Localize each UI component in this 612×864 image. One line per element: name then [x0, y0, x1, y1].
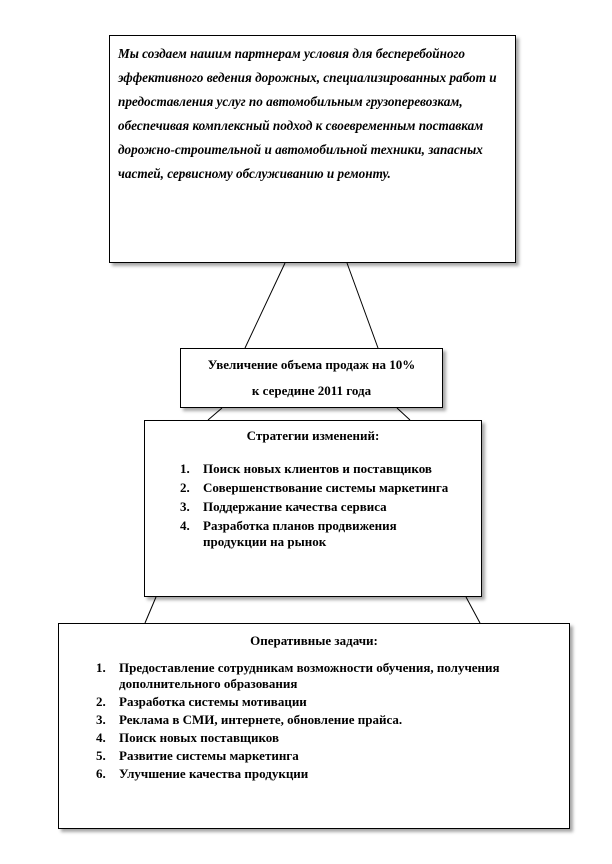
strategy-title: Стратегии изменений:: [246, 428, 380, 443]
connector-strategy-tasks-right: [465, 596, 481, 624]
strategy-item: 4. Разработка планов продвижения продукци…: [180, 518, 463, 550]
strategy-box: Стратегии изменений: 1. Поиск новых клиен…: [144, 420, 482, 597]
strategy-item: 2. Совершенствование системы маркетинга: [180, 480, 463, 496]
strategy-item-text: Поиск новых клиентов и поставщиков: [203, 461, 432, 476]
tasks-list: 1. Предоставление сотрудникам возможности…: [96, 660, 549, 784]
strategy-item-number: 2.: [180, 480, 190, 495]
task-item: 6. Улучшение качества продукции: [96, 766, 549, 782]
strategy-item: 1. Поиск новых клиентов и поставщиков: [180, 461, 463, 477]
task-item-number: 3.: [96, 712, 106, 727]
task-item: 2. Разработка системы мотивации: [96, 694, 549, 710]
connector-goal-strategy-left: [207, 407, 223, 421]
strategy-item-number: 4.: [180, 518, 190, 533]
task-item-number: 4.: [96, 730, 106, 745]
mission-box: Мы создаем нашим партнерам условия для б…: [109, 35, 516, 263]
task-item-number: 1.: [96, 660, 106, 675]
strategy-item-text: Поддержание качества сервиса: [203, 499, 387, 514]
task-item: 5. Развитие системы маркетинга: [96, 748, 549, 764]
connector-strategy-tasks-left: [144, 596, 157, 624]
task-item-number: 2.: [96, 694, 106, 709]
goal-box: Увеличение объема продаж на 10% к середи…: [180, 348, 443, 408]
task-item-text: Разработка системы мотивации: [119, 694, 307, 709]
connector-mission-goal-left: [244, 262, 286, 349]
task-item: 4. Поиск новых поставщиков: [96, 730, 549, 746]
task-item-number: 5.: [96, 748, 106, 763]
strategy-item-number: 1.: [180, 461, 190, 476]
strategy-item-text: Совершенствование системы маркетинга: [203, 480, 449, 495]
mission-text: Мы создаем нашим партнерам условия для б…: [118, 46, 497, 181]
task-item-number: 6.: [96, 766, 106, 781]
task-item: 1. Предоставление сотрудникам возможности…: [96, 660, 549, 692]
task-item-text: Реклама в СМИ, интернете, обновление пра…: [119, 712, 403, 727]
strategy-item-number: 3.: [180, 499, 190, 514]
tasks-box: Оперативные задачи: 1. Предоставление сот…: [58, 623, 570, 829]
task-item-text: Улучшение качества продукции: [119, 766, 309, 781]
goal-line-1: Увеличение объема продаж на 10%: [207, 357, 416, 372]
task-item-text: Развитие системы маркетинга: [119, 748, 299, 763]
strategy-item: 3. Поддержание качества сервиса: [180, 499, 463, 515]
strategy-list: 1. Поиск новых клиентов и поставщиков 2. С…: [180, 461, 463, 553]
goal-line-2: к середине 2011 года: [251, 383, 372, 398]
task-item: 3. Реклама в СМИ, интернете, обновление п…: [96, 712, 549, 728]
task-item-text: Предоставление сотрудникам возможности о…: [119, 660, 500, 691]
connector-mission-goal-right: [346, 262, 379, 349]
strategy-item-text: Разработка планов продвижения продукции …: [203, 518, 397, 549]
connector-goal-strategy-right: [396, 407, 411, 421]
task-item-text: Поиск новых поставщиков: [119, 730, 280, 745]
tasks-title: Оперативные задачи:: [250, 633, 378, 648]
